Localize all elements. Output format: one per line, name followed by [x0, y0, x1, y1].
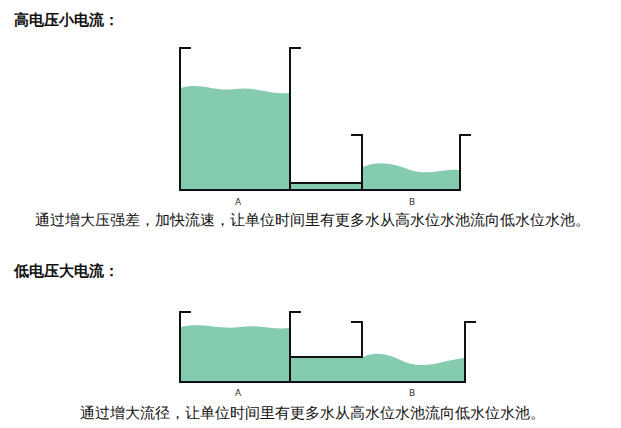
water	[181, 86, 464, 382]
tank-b-outline	[352, 135, 470, 190]
tank-a-outline	[180, 48, 300, 190]
tank-water	[363, 163, 459, 190]
tank-label: B	[409, 388, 415, 398]
tank-label: A	[235, 197, 241, 207]
tank-label: B	[409, 197, 415, 207]
section-heading: 高电压小电流：	[14, 11, 119, 30]
tank-water	[363, 354, 464, 382]
section-heading: 低电压大电流：	[14, 262, 119, 281]
thin-pipe	[290, 183, 362, 190]
pipe-water	[289, 357, 364, 382]
tank-a-outline	[180, 312, 300, 382]
caption-text: 通过增大压强差，加快流速，让单位时间里有更多水从高水位水池流向低水位水池。	[35, 211, 590, 230]
tank-label: A	[235, 388, 241, 398]
tank-b-outline	[352, 322, 475, 382]
pipe-water	[289, 183, 364, 190]
caption-text: 通过增大流径，让单位时间里有更多水从高水位水池流向低水位水池。	[80, 404, 545, 423]
tank-water	[181, 86, 289, 190]
tank-water	[181, 325, 289, 382]
wide-pipe	[290, 357, 362, 382]
